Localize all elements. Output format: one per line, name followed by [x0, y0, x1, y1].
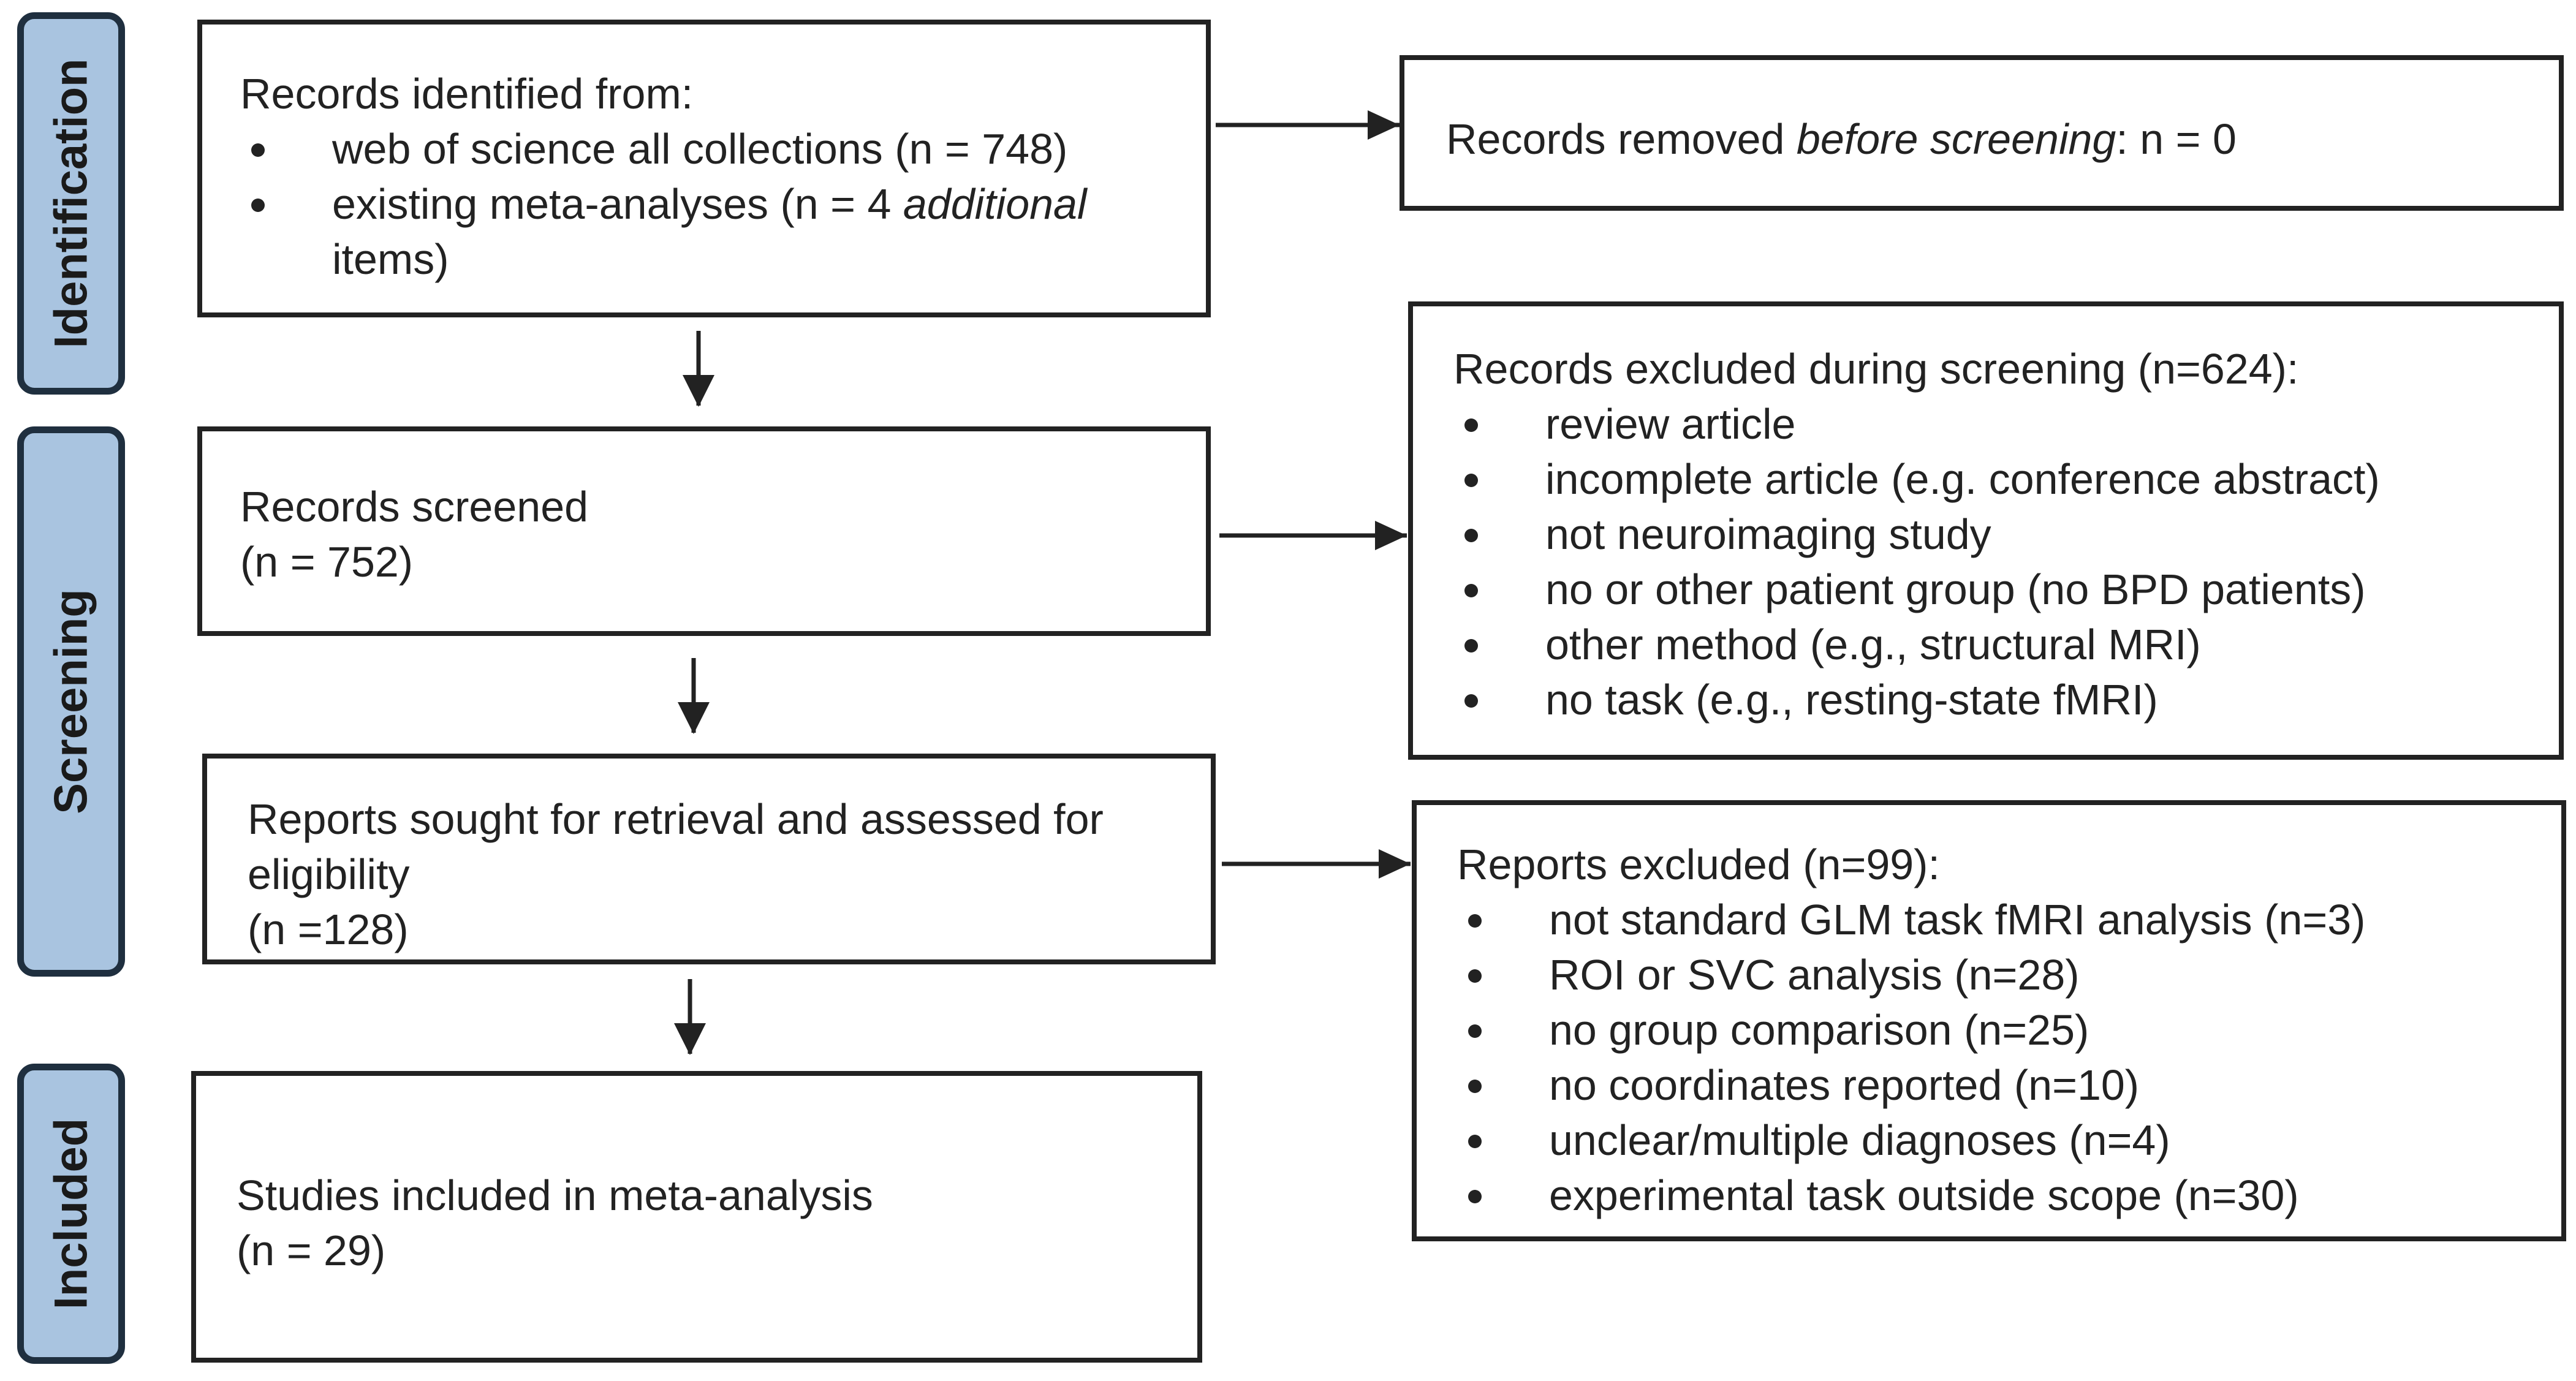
arrow-head: [674, 1023, 706, 1055]
records-excluded-list: review article incomplete article (e.g. …: [1453, 396, 2559, 727]
emphasis-text: additional: [903, 180, 1087, 228]
list-item: no group comparison (n=25): [1457, 1002, 2561, 1058]
records-screened-box: Records screened (n = 752): [197, 426, 1211, 636]
arrow-head: [678, 702, 710, 734]
studies-included-box: Studies included in meta-analysis (n = 2…: [191, 1071, 1202, 1363]
records-removed-text: Records removed before screening: n = 0: [1446, 115, 2237, 163]
list-item: other method (e.g., structural MRI): [1453, 617, 2559, 672]
studies-included-count: (n = 29): [237, 1227, 386, 1274]
reports-sought-label-2: eligibility: [248, 850, 410, 898]
reports-sought-label: Reports sought for retrieval and assesse…: [248, 795, 1104, 843]
arrow-head: [1379, 849, 1411, 879]
list-item: review article: [1453, 396, 2559, 452]
reports-excluded-box: Reports excluded (n=99): not standard GL…: [1412, 800, 2566, 1241]
list-item: no or other patient group (no BPD patien…: [1453, 562, 2559, 617]
list-item: web of science all collections (n = 748): [240, 121, 1206, 176]
records-identified-list: web of science all collections (n = 748)…: [240, 121, 1206, 287]
records-identified-title: Records identified from:: [240, 70, 694, 118]
records-identified-box: Records identified from: web of science …: [197, 20, 1211, 317]
records-screened-label: Records screened: [240, 483, 589, 531]
stage-label-identification: Identification: [17, 12, 125, 395]
studies-included-label: Studies included in meta-analysis: [237, 1171, 873, 1219]
list-item: unclear/multiple diagnoses (n=4): [1457, 1113, 2561, 1168]
list-item: no coordinates reported (n=10): [1457, 1058, 2561, 1113]
list-item: incomplete article (e.g. conference abst…: [1453, 452, 2559, 507]
stage-label-screening: Screening: [17, 426, 125, 977]
stage-label-included: Included: [17, 1064, 125, 1364]
arrow-head: [1368, 110, 1400, 140]
arrow-head: [1375, 521, 1407, 550]
list-item: ROI or SVC analysis (n=28): [1457, 947, 2561, 1002]
emphasis-text: before screening: [1796, 115, 2116, 163]
reports-sought-box: Reports sought for retrieval and assesse…: [202, 754, 1216, 964]
list-item: no task (e.g., resting-state fMRI): [1453, 672, 2559, 727]
list-item: not neuroimaging study: [1453, 507, 2559, 562]
list-item: existing meta-analyses (n = 4 additional…: [240, 176, 1206, 287]
records-screened-count: (n = 752): [240, 538, 414, 586]
arrow-head: [683, 375, 714, 407]
records-excluded-box: Records excluded during screening (n=624…: [1408, 301, 2564, 760]
records-removed-box: Records removed before screening: n = 0: [1400, 55, 2564, 211]
reports-sought-count: (n =128): [248, 906, 409, 953]
list-item: not standard GLM task fMRI analysis (n=3…: [1457, 892, 2561, 947]
records-excluded-title: Records excluded during screening (n=624…: [1453, 345, 2299, 393]
list-item: experimental task outside scope (n=30): [1457, 1168, 2561, 1223]
reports-excluded-list: not standard GLM task fMRI analysis (n=3…: [1457, 892, 2561, 1223]
reports-excluded-title: Reports excluded (n=99):: [1457, 841, 1940, 888]
